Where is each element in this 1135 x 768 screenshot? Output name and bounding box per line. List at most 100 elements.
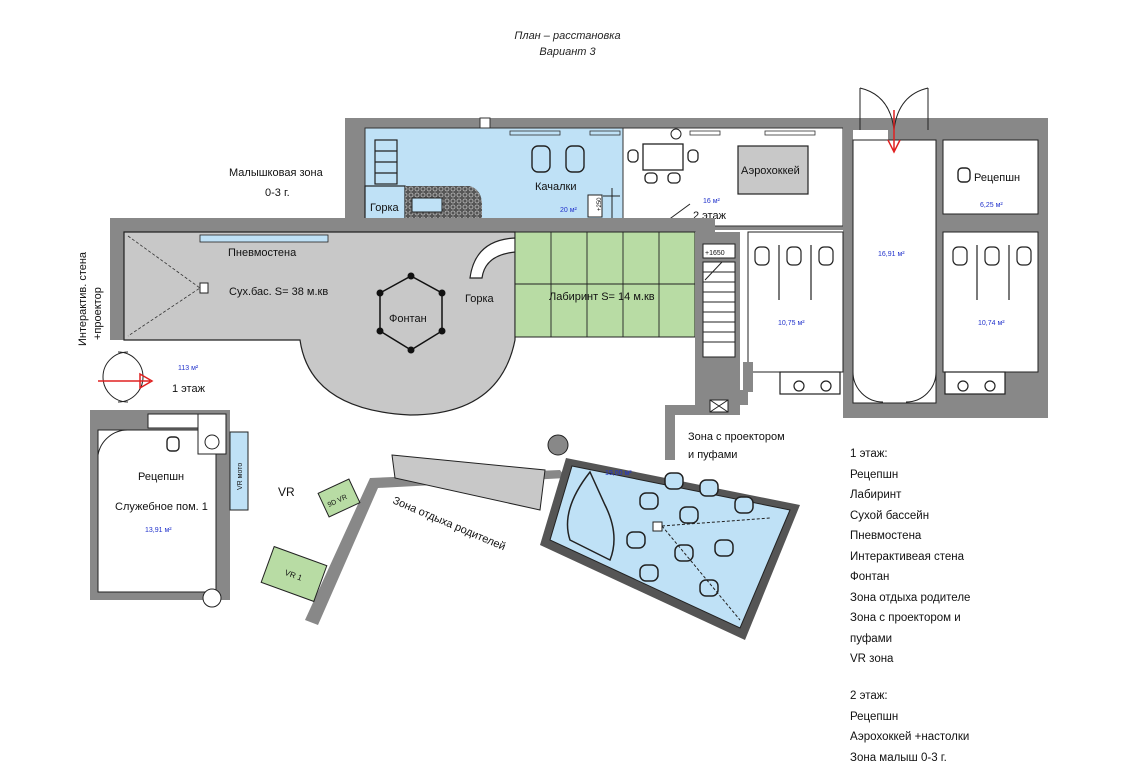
chair-icon [957,167,971,183]
legend-item: VR зона [850,653,894,665]
window-strip [589,130,621,136]
window-strip [764,130,816,136]
slide-chute [411,197,443,213]
swings-label: Качалки [535,181,577,193]
legend-item: Сухой бассейн [850,509,930,522]
legend-item: Рецепшн [850,710,899,723]
service-area: 13,91 м² [145,527,172,534]
parents-zone-label: Зона отдыха родителей [391,495,507,553]
top-door-frame [859,88,929,130]
floor1-label: 1 этаж [172,383,206,395]
legend-floor1: 1 этаж: Рецепшн Лабиринт Сухой бассейн П… [850,444,970,670]
labyrinth-grid [515,232,695,337]
pneumo-wall-strip [199,234,329,243]
plan-subtitle: Вариант 3 [539,46,596,58]
dry-pool-floor [123,231,516,416]
height-mark-box [587,194,603,218]
main-area: 113 м² [178,365,199,372]
vr-moto-label: VR мото [237,463,244,490]
wc-right-area: 10,74 м² [978,320,1005,327]
swing-seat-icon [565,145,585,173]
height-mark-250: +250 [597,197,603,211]
parents-sofa [391,454,546,511]
swing-seat-icon [531,145,551,173]
toddler-zone-label: Малышковая зона [229,167,324,179]
reception-desk [147,413,199,429]
reception-top-label: Рецепшн [974,172,1020,184]
toddler-zone-age: 0-3 г. [265,187,290,199]
service-room-label: Служебное пом. 1 [115,501,208,513]
pool-projector-icon [652,521,663,532]
vent-cross [709,399,729,413]
legend-item: Лабиринт [850,489,902,501]
projector-icon [199,282,209,294]
entrance-arrow-icon [98,372,154,390]
wc-left-area: 10,75 м² [778,320,805,327]
corridor-area: 16,91 м² [878,251,905,258]
service-door-swing [97,429,129,456]
wc-left-toilets [754,245,841,395]
top-door-swing [859,87,929,131]
column-circle [202,588,222,608]
window-strip [509,130,561,136]
stair-mark-box [702,243,736,259]
entrance-door-swing [102,351,129,403]
right-door-gap [853,130,888,140]
wc-right-toilets [944,245,1032,395]
interactive-wall-label-2: +проектор [92,287,104,340]
legend-floor2: 2 этаж: Рецепшн Аэрохоккей +настолки Зон… [850,686,969,768]
labyrinth-label: Лабиринт S= 14 м.кв [549,291,655,303]
stair-mark-1650: +1650 [705,250,725,257]
vr-label: VR [278,485,295,499]
legend-floor2-title: 2 этаж: [850,690,888,702]
plan-title: План – расстановка [514,30,621,42]
table-with-chairs-icon [627,143,699,184]
pool-pouf-icons [626,472,754,597]
legend-item: пуфами [850,632,893,645]
pool-ramp [566,470,615,562]
wc-left-wall-piece [743,362,753,392]
column-mark [479,117,491,129]
dry-pool-label: Сух.бас. S= 38 м.кв [229,286,328,298]
slide-mid-label: Горка [465,293,495,305]
projector-cone [127,235,201,337]
legend-item: Зона отдыха родителе [850,591,971,604]
service-room-floor [97,429,217,593]
legend-floor1-title: 1 этаж: [850,448,888,460]
fountain-label: Фонтан [389,313,427,325]
entrance-door-swing [117,351,144,403]
legend-item: Зона малыш 0-3 г. [850,751,947,764]
reception-bottom-label: Рецепшн [138,471,184,483]
pool-area: 19,00 м² [605,470,632,477]
sink-icon [204,434,220,450]
top-entrance-arrow-icon [887,110,901,154]
legend-item: Пневмостена [850,530,922,542]
air-hockey-table [737,145,809,195]
projector-zone-wall [665,360,748,460]
reception-top-area: 6,25 м² [980,202,1003,209]
window-strip [689,130,721,136]
pool-floor [549,465,791,629]
main-left-wall [110,218,124,340]
labyrinth-floor [514,231,696,338]
vr-1-box [260,545,328,603]
projector-zone-label: Зона с проектором [688,431,785,443]
lamp-icon [670,128,682,140]
legend-item: Зона с проектором и [850,612,961,624]
chair-icon [166,436,180,452]
legend-item: Рецепшн [850,468,899,481]
vr-9d-box [317,478,361,518]
table-area: 16 м² [703,198,721,205]
fountain-nodes [376,272,446,354]
corridor-floor [852,139,937,404]
legend-item: Фонтан [850,571,890,583]
projector-zone-label-2: и пуфами [688,449,737,461]
pool-projector-cone [661,517,771,621]
main-top-wall [110,218,715,232]
interactive-wall-label-1: Интерактив. стена [77,251,89,346]
swings-area: 20 м² [560,207,578,214]
air-hockey-label: Аэрохоккей [741,165,800,177]
corridor-door-swing [852,371,937,403]
slide-top-label: Горка [370,202,400,214]
